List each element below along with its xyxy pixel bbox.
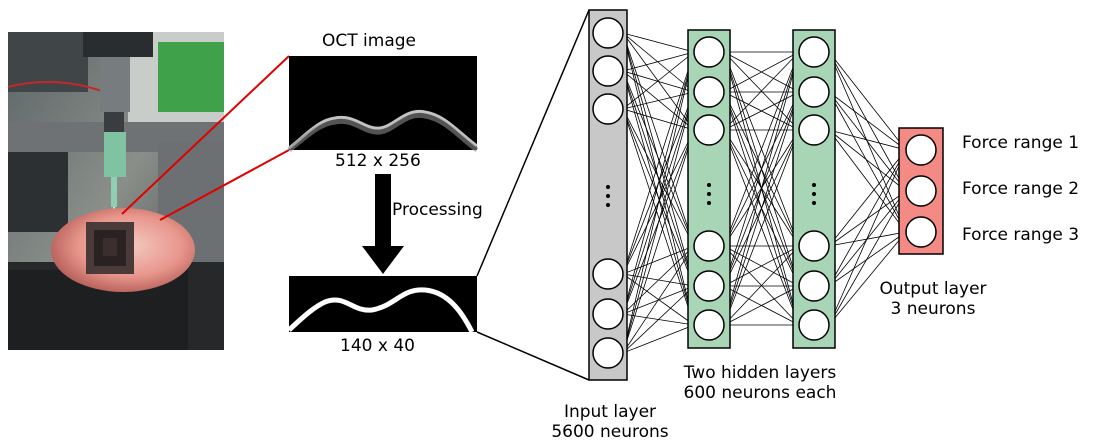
input-neuron [592, 17, 624, 49]
hidden-layer-1-neuron [693, 270, 725, 302]
connection-line [622, 245, 695, 354]
output-neuron [905, 175, 937, 207]
connection-line [723, 51, 800, 247]
oct-image-title: OCT image [322, 31, 416, 51]
output-neuron [905, 216, 937, 248]
connection-line [723, 51, 800, 326]
connection-line [828, 91, 907, 192]
connection-line [622, 108, 695, 247]
input-layer [588, 9, 628, 381]
oct-processed-size: 140 x 40 [340, 336, 415, 356]
output-label-2: Force range 2 [962, 179, 1080, 199]
output-neuron [905, 134, 937, 166]
output-label-1: Force range 1 [962, 133, 1080, 153]
hidden-layers-label-line1: Two hidden layers [683, 363, 837, 383]
input-layer-label-line1: Input layer [563, 402, 657, 422]
hidden-layer-1-neuron [693, 36, 725, 68]
hidden-layer-1-neuron [693, 230, 725, 262]
connection-line [622, 70, 695, 247]
connection-line [828, 190, 907, 287]
network-connections [622, 32, 907, 354]
hidden-layer-2-neuron [798, 270, 830, 302]
output-layer-label-line1: Output layer [879, 279, 987, 299]
connection-line [622, 108, 695, 287]
hidden-layer-2-neuron [798, 309, 830, 341]
connection-line [723, 129, 800, 326]
connection-line [622, 324, 695, 354]
hidden-layer-2-neuron [798, 230, 830, 262]
hidden-layer-2-neuron [798, 114, 830, 146]
connection-line [828, 149, 907, 247]
connection-line [828, 129, 907, 192]
connection-line [828, 231, 907, 326]
connection-line [723, 51, 800, 131]
connection-line [622, 51, 695, 275]
hidden-layer-2-neuron [798, 76, 830, 108]
connection-line [828, 91, 907, 151]
hidden-layer-1 [687, 29, 731, 349]
input-neuron [592, 337, 624, 369]
connection-line [723, 51, 800, 287]
connection-line [828, 51, 907, 151]
connection-line [723, 91, 800, 326]
output-layer-label: Output layer 3 neurons [858, 279, 1008, 319]
connection-line [828, 190, 907, 326]
input-ellipsis [606, 185, 610, 207]
connection-line [828, 149, 907, 287]
hidden-layers-label: Two hidden layers 600 neurons each [660, 363, 860, 403]
processing-arrow [362, 174, 404, 274]
hidden-layer-1-ellipsis [707, 183, 711, 205]
hidden-layer-2-neuron [798, 36, 830, 68]
connection-line [622, 70, 695, 287]
connection-line [723, 285, 800, 326]
input-neuron [592, 93, 624, 125]
output-label-3: Force range 3 [962, 225, 1080, 245]
oct-raw-image [287, 56, 479, 153]
connection-line [622, 285, 695, 354]
hidden-layers-label-line2: 600 neurons each [683, 382, 837, 403]
connection-line [622, 51, 695, 72]
oct-original-size: 512 x 256 [335, 151, 421, 171]
oct-processed-image [287, 276, 477, 334]
input-neuron [592, 298, 624, 330]
processing-label: Processing [392, 200, 483, 220]
photo-to-oct-connectors [121, 55, 290, 221]
input-neuron [592, 55, 624, 87]
connection-line [622, 51, 695, 110]
hidden-layer-2-ellipsis [812, 183, 816, 205]
connection-line [622, 51, 695, 315]
connection-line [622, 32, 695, 53]
connection-line [828, 129, 907, 151]
eye-phantom-with-needle-photo [8, 32, 224, 350]
connection-line [828, 129, 907, 233]
output-layer-label-line2: 3 neurons [890, 298, 976, 319]
input-projection-lines [476, 9, 590, 381]
connection-line [622, 32, 695, 247]
connection-line [828, 149, 907, 326]
hidden-layer-2 [792, 29, 836, 349]
connection-line [723, 51, 800, 93]
connection-line [723, 245, 800, 326]
input-neuron [592, 258, 624, 290]
connection-line [622, 51, 695, 354]
hidden-layer-1-neuron [693, 76, 725, 108]
connection-line [622, 108, 695, 326]
connection-line [622, 91, 695, 354]
input-layer-label: Input layer 5600 neurons [530, 402, 690, 442]
input-layer-label-line2: 5600 neurons [551, 421, 669, 442]
setup-photo [8, 32, 224, 350]
hidden-layer-1-neuron [693, 114, 725, 146]
connection-line [828, 91, 907, 233]
output-layer [898, 127, 944, 255]
connection-line [622, 32, 695, 93]
connection-line [622, 108, 695, 131]
connection-line [622, 129, 695, 354]
connection-line [828, 231, 907, 287]
hidden-layer-1-neuron [693, 309, 725, 341]
connection-line [622, 70, 695, 93]
